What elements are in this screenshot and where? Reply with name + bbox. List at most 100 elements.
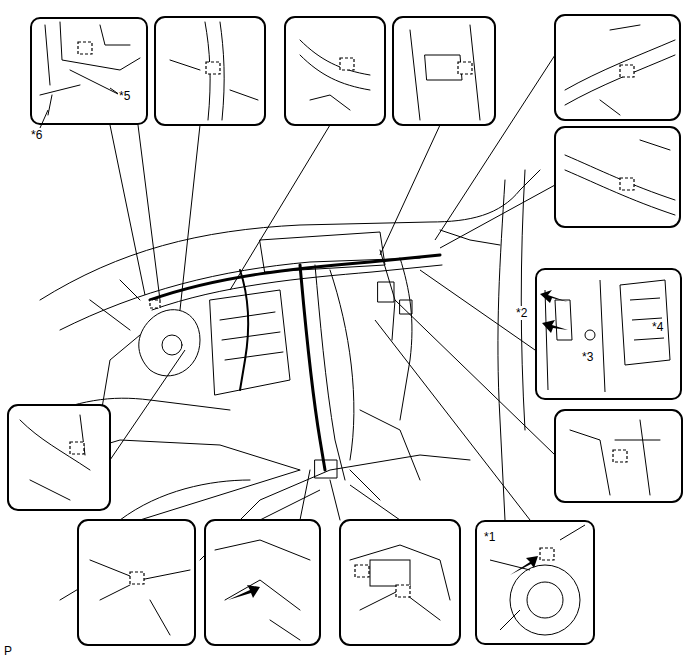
sketch-line [527, 582, 563, 618]
callout-number: *3 [581, 350, 594, 364]
detail-inset: *2*3*4 [535, 268, 682, 400]
callout-number: *6 [30, 128, 43, 142]
sketch-line [150, 255, 440, 300]
sketch-line [380, 250, 395, 340]
sketch-line [375, 320, 530, 520]
sketch-line [300, 40, 370, 110]
sketch-line [230, 125, 330, 290]
sketch-line [510, 556, 538, 575]
sketch-line [420, 270, 535, 350]
sketch-line [162, 335, 182, 355]
sketch-line [393, 17, 495, 125]
clip-symbol [70, 42, 634, 597]
detail-inset: *5 [30, 17, 148, 125]
sketch-line [285, 17, 385, 125]
sketch-line [555, 127, 680, 227]
sketch-line [355, 565, 369, 577]
sketch-line [545, 280, 670, 392]
sketch-line [340, 520, 460, 645]
inset-sketch [490, 525, 585, 635]
detail-inset: *1 [475, 520, 595, 645]
sketch-line [440, 185, 555, 248]
sketch-line [155, 17, 265, 125]
sketch-line [350, 545, 450, 620]
direction-arrow [228, 290, 568, 600]
sketch-line [410, 25, 480, 120]
sketch-line [210, 290, 290, 395]
sketch-line [110, 350, 185, 460]
sketch-line [585, 330, 595, 340]
sketch-line [350, 485, 400, 520]
sketch-line [138, 125, 160, 300]
sketch-line [60, 258, 420, 330]
sketch-line [90, 280, 140, 330]
sketch-line [600, 25, 640, 115]
callout-number: *5 [118, 89, 131, 103]
sketch-line [70, 442, 84, 454]
sketch-line [100, 25, 130, 45]
sketch-line [360, 410, 420, 480]
sketch-line [8, 405, 110, 510]
sketch-line [540, 290, 568, 303]
sketch-line [396, 585, 410, 597]
callout-number: *2 [515, 306, 528, 320]
sketch-line [78, 520, 195, 645]
sketch-line [130, 572, 144, 584]
sketch-line [315, 460, 337, 478]
sketch-line [48, 95, 52, 115]
sketch-line [498, 180, 505, 520]
sketch-line [240, 270, 248, 390]
sketch-line [542, 320, 568, 333]
sketch-line [630, 298, 664, 340]
sketch-line [540, 548, 554, 560]
sketch-line [565, 40, 675, 105]
sketch-line [260, 232, 385, 272]
sketch-line [170, 60, 258, 100]
sketch-line [555, 15, 680, 120]
sketch-line [40, 22, 140, 95]
sketch-line [110, 125, 145, 295]
sketch-line [205, 22, 224, 120]
sketch-line [510, 565, 580, 635]
sketch-line [180, 125, 200, 310]
inset-sketch [20, 22, 675, 640]
sketch-line [340, 58, 354, 70]
sketch-line [380, 125, 440, 255]
sketch-line [20, 415, 90, 500]
detail-inset [8, 15, 682, 645]
sketch-line [206, 62, 220, 74]
sketch-line [139, 310, 200, 376]
callout-number: *4 [651, 320, 664, 334]
sketch-line [90, 560, 190, 635]
sketch-line [620, 178, 634, 190]
sketch-line [120, 480, 250, 520]
sketch-line [150, 300, 160, 308]
sketch-line [300, 265, 325, 470]
sketch-line [620, 65, 634, 77]
sketch-line [330, 270, 354, 460]
sketch-line [40, 110, 48, 128]
sketch-line [220, 312, 283, 360]
sketch-line [260, 490, 320, 520]
sketch-line [300, 470, 380, 520]
sketch-line [370, 560, 410, 586]
sketch-line [315, 265, 345, 480]
sketch-line [400, 258, 412, 420]
figure-code: P [3, 644, 13, 658]
callout-number: *1 [483, 530, 496, 544]
sketch-line [205, 520, 320, 645]
inset-sketch [545, 280, 670, 392]
sketch-line [640, 140, 670, 150]
sketch-line [458, 62, 472, 74]
sketch-line [490, 525, 585, 630]
sketch-line [78, 42, 92, 54]
sketch-line [228, 585, 260, 600]
sketch-line [378, 282, 394, 302]
sketch-line [613, 450, 627, 462]
sketch-line [215, 540, 310, 640]
sketch-line [565, 155, 675, 215]
sketch-line [521, 170, 525, 430]
sketch-line [555, 410, 682, 502]
sketch-line [435, 55, 555, 240]
